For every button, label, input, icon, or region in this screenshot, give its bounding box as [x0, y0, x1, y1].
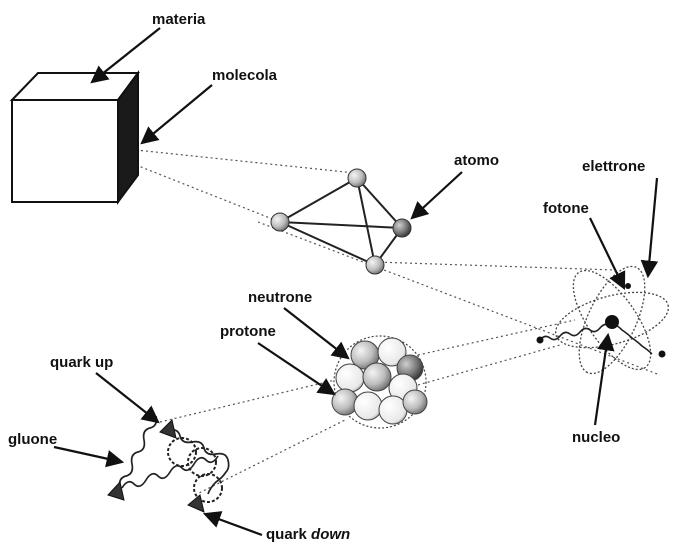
molecule-atom: [270, 212, 290, 232]
quark-marker: [107, 480, 125, 501]
nucleus-cluster: [331, 335, 428, 429]
electron-dot: [536, 336, 544, 344]
label-quark-prefix: quark: [266, 526, 308, 543]
label-quark-down: quark down: [266, 526, 350, 543]
label-gluone: gluone: [8, 431, 57, 448]
label-materia: materia: [152, 11, 206, 28]
molecule: [270, 168, 412, 275]
molecule-atom: [365, 255, 385, 275]
label-elettrone: elettrone: [582, 158, 645, 175]
label-arrows: [53, 27, 659, 537]
label-down: down: [311, 526, 350, 543]
label-fotone: fotone: [543, 200, 589, 217]
quark-triangle: [107, 415, 230, 513]
molecule-atom: [347, 168, 367, 188]
label-quark-up: quark up: [50, 354, 113, 371]
label-protone: protone: [220, 323, 276, 340]
electron-dot: [625, 283, 631, 289]
label-atomo: atomo: [454, 152, 499, 169]
atom-model: [536, 265, 670, 375]
label-molecola: molecola: [212, 67, 278, 84]
electron-dot: [658, 350, 666, 358]
matter-cube: [9, 69, 140, 206]
labels: materia molecola atomo elettrone fotone …: [8, 11, 645, 543]
quark-up-marker: [159, 419, 177, 439]
molecule-atom: [392, 218, 412, 238]
nucleus-dot: [605, 315, 619, 329]
quark-down-marker: [187, 494, 205, 513]
label-neutrone: neutrone: [248, 289, 312, 306]
projection-lines: [135, 149, 661, 496]
label-nucleo: nucleo: [572, 429, 620, 446]
